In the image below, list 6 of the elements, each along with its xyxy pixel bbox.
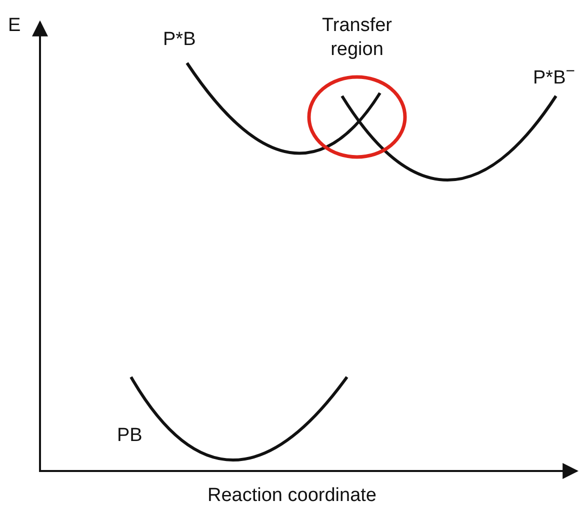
curve-label: P*B$^{−}$: [533, 62, 575, 90]
axis-label: E: [8, 14, 21, 38]
axis-label: Reaction coordinate: [208, 484, 376, 506]
region-label: Transfer region: [320, 14, 394, 62]
curve-label: PB: [117, 424, 142, 448]
curve-label: P*B: [163, 28, 196, 52]
